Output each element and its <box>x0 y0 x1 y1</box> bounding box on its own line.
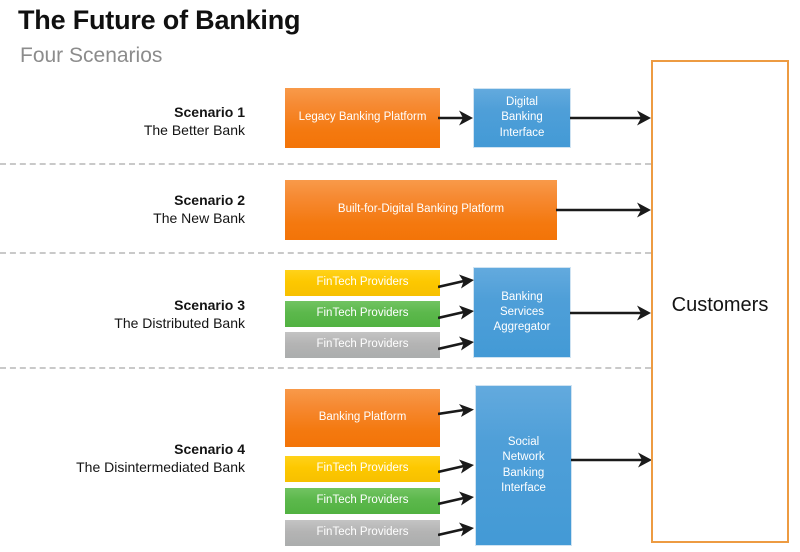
scenario-1-name: Scenario 1 <box>174 104 245 120</box>
block-built-for-digital-banking-platform[interactable]: Built-for-Digital Banking Platform <box>285 180 557 240</box>
row-divider-3 <box>0 367 651 369</box>
arrow-scenario-2-to-customers <box>556 202 651 218</box>
block-fintech-providers-green-s4[interactable]: FinTech Providers <box>285 488 440 514</box>
block-fintech-providers-gray-s3[interactable]: FinTech Providers <box>285 332 440 358</box>
arrow-fintech-green-to-aggregator-s3 <box>438 305 474 320</box>
scenario-4-descriptor: The Disintermediated Bank <box>76 459 245 476</box>
arrow-fintech-green-to-social-s4 <box>438 491 474 506</box>
block-digital-banking-interface[interactable]: Digital Banking Interface <box>473 88 571 148</box>
row-divider-1 <box>0 163 651 165</box>
block-fintech-providers-yellow-s3[interactable]: FinTech Providers <box>285 270 440 296</box>
scenario-3-descriptor: The Distributed Bank <box>114 315 245 332</box>
block-label: Digital Banking Interface <box>499 96 545 139</box>
block-fintech-providers-yellow-s4[interactable]: FinTech Providers <box>285 456 440 482</box>
block-label: Banking Services Aggregator <box>493 290 551 334</box>
arrow-fintech-yellow-to-social-s4 <box>438 459 474 474</box>
block-label: Social Network Banking Interface <box>501 436 546 494</box>
block-label: FinTech Providers <box>316 526 409 539</box>
block-social-network-banking-interface[interactable]: Social Network Banking Interface <box>475 385 572 546</box>
scenario-4-name: Scenario 4 <box>174 441 245 457</box>
arrow-banking-platform-to-social-s4 <box>438 404 474 417</box>
block-label: Built-for-Digital Banking Platform <box>337 203 505 216</box>
customers-label: Customers <box>671 294 769 316</box>
block-label: Banking Platform <box>318 411 407 424</box>
block-label: FinTech Providers <box>316 494 409 507</box>
scenario-1-descriptor: The Better Bank <box>143 122 245 139</box>
scenario-2-label: Scenario 2 The New Bank <box>45 191 245 228</box>
block-label: FinTech Providers <box>316 276 409 289</box>
customers-panel[interactable] <box>651 60 789 543</box>
scenario-1-label: Scenario 1 The Better Bank <box>45 103 245 140</box>
page-subtitle: Four Scenarios <box>20 44 163 67</box>
block-label: Legacy Banking Platform <box>298 111 427 124</box>
block-fintech-providers-gray-s4[interactable]: FinTech Providers <box>285 520 440 546</box>
scenario-3-name: Scenario 3 <box>174 297 245 313</box>
arrow-scenario-4-to-customers <box>571 452 652 468</box>
block-label: FinTech Providers <box>316 307 409 320</box>
block-legacy-banking-platform[interactable]: Legacy Banking Platform <box>285 88 440 148</box>
row-divider-2 <box>0 252 651 254</box>
arrow-fintech-yellow-to-aggregator-s3 <box>438 274 474 289</box>
arrow-scenario-3-to-customers <box>570 305 651 321</box>
arrow-scenario-1-to-customers <box>570 110 651 126</box>
block-label: FinTech Providers <box>316 338 409 351</box>
block-banking-services-aggregator[interactable]: Banking Services Aggregator <box>473 267 571 358</box>
block-fintech-providers-green-s3[interactable]: FinTech Providers <box>285 301 440 327</box>
arrow-fintech-gray-to-aggregator-s3 <box>438 336 474 351</box>
arrow-legacy-to-digital <box>438 110 473 126</box>
arrow-fintech-gray-to-social-s4 <box>438 522 474 537</box>
block-label: FinTech Providers <box>316 462 409 475</box>
scenario-2-name: Scenario 2 <box>174 192 245 208</box>
scenario-2-descriptor: The New Bank <box>153 210 245 227</box>
page-title: The Future of Banking <box>18 5 301 35</box>
block-banking-platform-s4[interactable]: Banking Platform <box>285 389 440 447</box>
scenario-4-label: Scenario 4 The Disintermediated Bank <box>25 440 245 477</box>
scenario-3-label: Scenario 3 The Distributed Bank <box>45 296 245 333</box>
